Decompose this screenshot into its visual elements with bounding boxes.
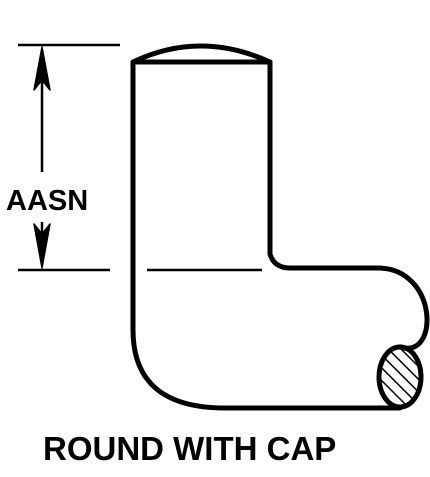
diagram-caption: ROUND WITH CAP	[43, 430, 336, 467]
dimension-arrow-down	[33, 223, 51, 269]
dimension-arrow-up	[33, 46, 51, 91]
dimension-label: AASN	[6, 185, 88, 217]
round-end-section	[376, 344, 424, 410]
elbow-body-outline	[130, 59, 430, 411]
top-cap	[130, 43, 273, 65]
